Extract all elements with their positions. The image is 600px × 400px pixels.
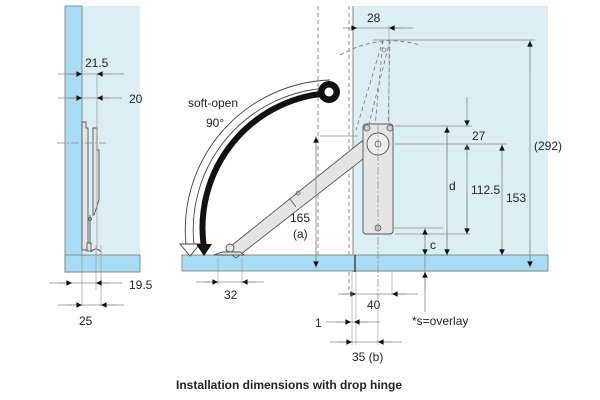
soft-open-label: soft-open — [188, 96, 238, 110]
dim-28: 28 — [367, 11, 381, 25]
dim-a: (a) — [293, 227, 308, 241]
open-arc-outline — [184, 79, 331, 246]
dim-40: 40 — [367, 298, 381, 312]
dim-1: 1 — [315, 316, 322, 330]
dim-c: c — [430, 238, 436, 252]
dim-25: 25 — [79, 314, 93, 328]
dim-d: d — [449, 179, 456, 193]
cabinet-interior — [82, 6, 140, 272]
dim-112-5: 112.5 — [471, 183, 500, 197]
soft-open-arc — [199, 90, 333, 249]
base-pivot — [225, 243, 235, 253]
dim-21-5: 21.5 — [85, 56, 109, 70]
bottom-panel — [64, 254, 141, 273]
side-panel — [64, 5, 83, 273]
flap-panel — [181, 254, 549, 272]
arc-arrowhead — [196, 244, 212, 256]
dim-27: 27 — [472, 129, 486, 143]
dim-165: 165 — [290, 211, 310, 225]
dim-19-5: 19.5 — [129, 278, 153, 292]
angle-label: 90° — [206, 116, 224, 130]
left-side-view: 21.5 20 19.5 25 — [49, 5, 153, 328]
arc-arrowhead-outline — [179, 243, 201, 257]
dim-292: (292) — [534, 139, 562, 153]
figure-caption: Installation dimensions with drop hinge — [176, 378, 402, 392]
dim-35b: 35 (b) — [352, 350, 383, 364]
dim-153: 153 — [506, 191, 526, 205]
dim-32: 32 — [224, 288, 238, 302]
overlay-note: *s=overlay — [412, 314, 468, 328]
dim-20: 20 — [129, 92, 143, 106]
right-front-view: soft-open 90° 28 — [179, 6, 562, 364]
